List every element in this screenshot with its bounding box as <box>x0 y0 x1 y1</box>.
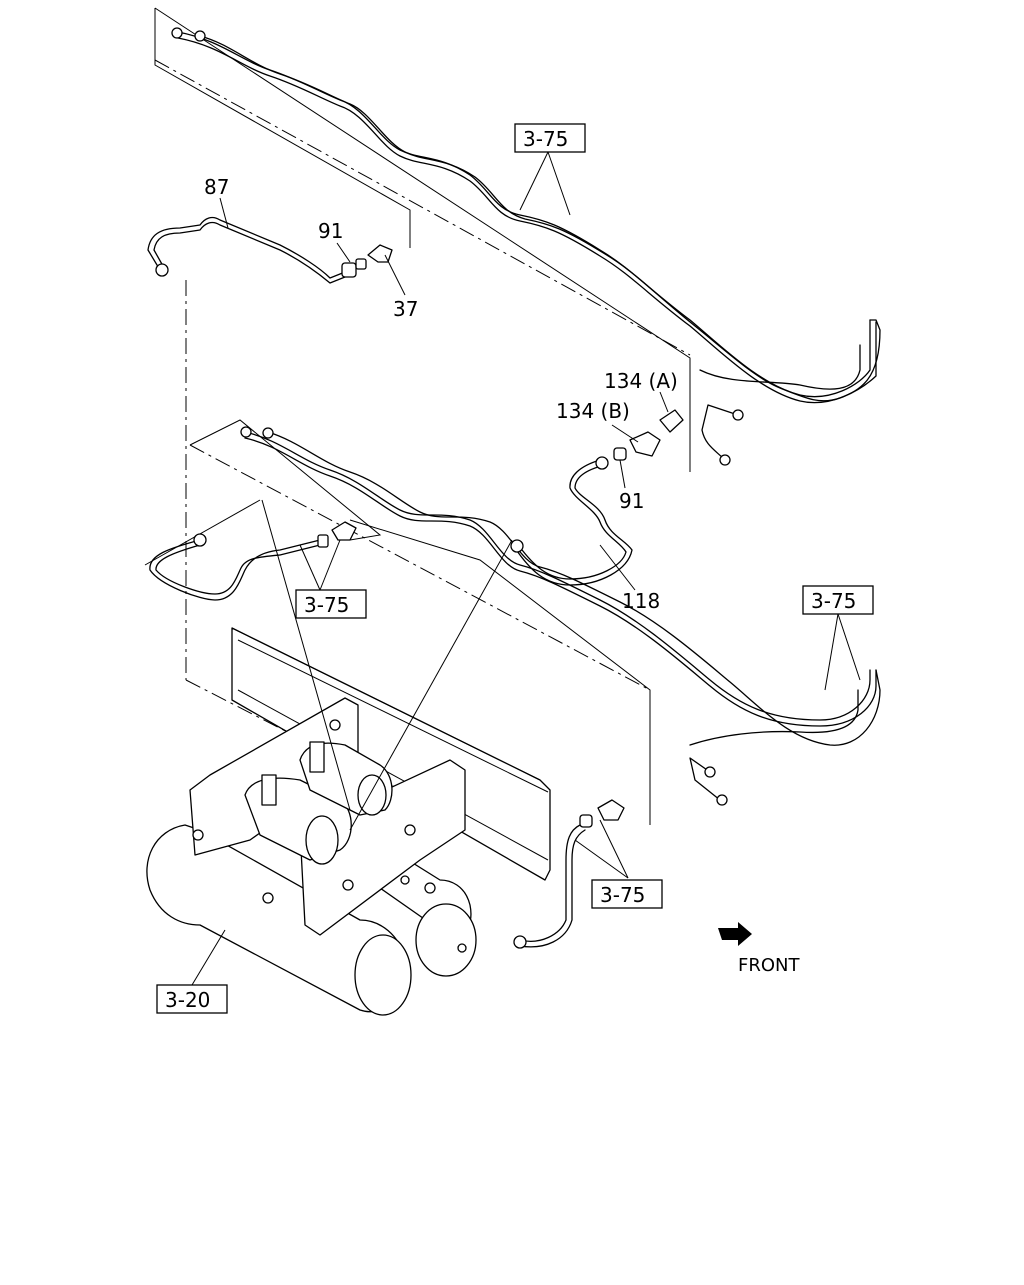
callout-134b: 134 (B) <box>556 399 630 423</box>
pipe-87-assembly <box>147 216 393 680</box>
callout-91-top: 91 <box>318 219 343 243</box>
front-label: FRONT <box>738 955 800 976</box>
callout-87: 87 <box>204 175 229 199</box>
ref-box-tanks: 3-20 <box>165 988 210 1012</box>
front-indicator: FRONT <box>718 922 800 976</box>
upper-pipe-bundle <box>154 27 881 466</box>
pipe-118-assembly <box>510 409 684 586</box>
callout-134a: 134 (A) <box>604 369 678 393</box>
upper-pipe-panel <box>154 7 691 472</box>
frame-rail <box>185 627 551 881</box>
reference-boxes: 3-75 3-75 3-75 3-75 3-20 <box>156 123 874 1014</box>
leader-lines <box>191 151 861 986</box>
front-arrow-icon <box>718 922 752 946</box>
callout-37: 37 <box>393 297 418 321</box>
bottom-right-pipe <box>349 519 651 949</box>
ref-box-right-mid: 3-75 <box>811 589 856 613</box>
bracket-assembly <box>189 697 466 936</box>
callout-91-mid: 91 <box>619 489 644 513</box>
callout-118: 118 <box>622 589 660 613</box>
callout-labels: 87 91 37 134 (A) 134 (B) 91 118 <box>204 175 678 613</box>
ref-box-top: 3-75 <box>523 127 568 151</box>
ref-box-bottom: 3-75 <box>600 883 645 907</box>
ref-box-left-mid: 3-75 <box>304 593 349 617</box>
left-small-pipe <box>144 499 357 601</box>
